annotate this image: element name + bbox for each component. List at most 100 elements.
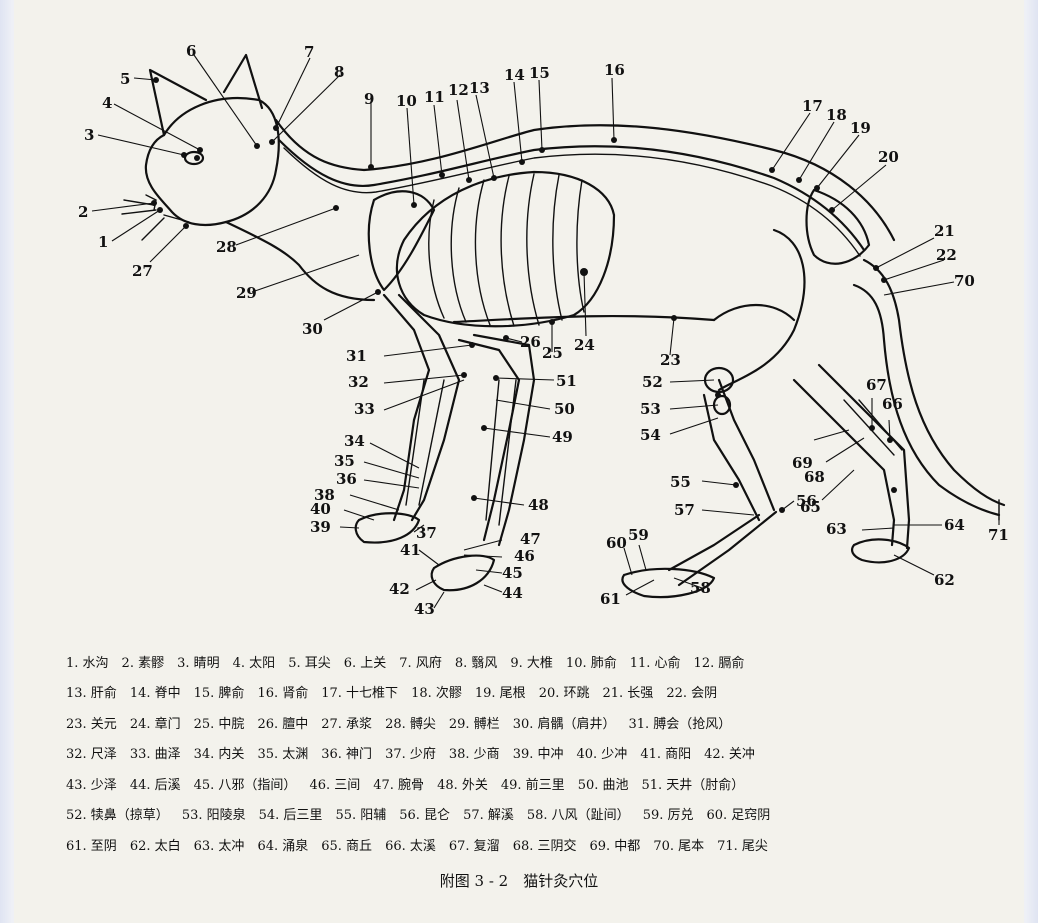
legend-item: 50. 曲池 [578,774,629,793]
label-20: 20 [878,148,899,166]
legend-item: 70. 尾本 [653,835,704,854]
legend-item: 15. 脾俞 [194,682,245,701]
label-59: 59 [628,526,649,544]
label-34: 34 [344,432,365,450]
legend-item: 36. 神门 [321,743,372,762]
label-25: 25 [542,344,563,362]
legend-item: 40. 少冲 [577,743,628,762]
label-71: 71 [988,526,1009,544]
label-24: 24 [574,336,595,354]
legend-item: 10. 肺俞 [566,652,617,671]
legend-item: 18. 次髎 [411,682,462,701]
label-43: 43 [414,600,435,618]
legend-item: 25. 中脘 [194,713,245,732]
legend-item: 34. 内关 [194,743,245,762]
legend-item: 29. 髆栏 [449,713,500,732]
label-23: 23 [660,351,681,369]
label-53: 53 [640,400,661,418]
label-67: 67 [866,376,887,394]
label-12: 12 [448,81,469,99]
legend-item: 52. 犊鼻（掠草） [66,804,169,823]
label-48: 48 [528,496,549,514]
legend-item: 38. 少商 [449,743,500,762]
label-33: 33 [354,400,375,418]
legend-item: 46. 三间 [309,774,360,793]
label-39: 39 [310,518,331,536]
legend-item: 2. 素髎 [122,652,165,671]
acupoint-dots [151,77,897,513]
legend-item: 6. 上关 [344,652,387,671]
label-28: 28 [216,238,237,256]
figure-page: 1 2 3 4 5 6 7 8 9 10 11 12 13 14 15 16 1… [14,0,1024,923]
legend-item: 54. 后三里 [259,804,323,823]
label-35: 35 [334,452,355,470]
label-44: 44 [502,584,523,602]
legend-item: 22. 会阴 [666,682,717,701]
label-14: 14 [504,66,525,84]
label-65: 65 [800,498,821,516]
label-7: 7 [304,43,314,61]
legend-item: 57. 解溪 [463,804,514,823]
label-6: 6 [186,42,196,60]
label-9: 9 [364,90,374,108]
legend-item: 23. 关元 [66,713,117,732]
legend-row: 1. 水沟2. 素髎3. 睛明4. 太阳5. 耳尖6. 上关7. 风府8. 翳风… [66,646,1006,677]
label-70: 70 [954,272,975,290]
figure-caption: 附图 3 - 2 猫针灸穴位 [14,870,1024,891]
legend-item: 44. 后溪 [130,774,181,793]
label-49: 49 [552,428,573,446]
legend-item: 3. 睛明 [177,652,220,671]
label-8: 8 [334,63,344,81]
label-66: 66 [882,395,903,413]
label-17: 17 [802,97,823,115]
label-1: 1 [98,233,108,251]
legend-item: 4. 太阳 [233,652,276,671]
legend-item: 66. 太溪 [385,835,436,854]
label-54: 54 [640,426,661,444]
label-60: 60 [606,534,627,552]
label-69: 69 [792,454,813,472]
label-51: 51 [556,372,577,390]
legend-item: 17. 十七椎下 [321,682,398,701]
label-50: 50 [554,400,575,418]
label-22: 22 [936,246,957,264]
label-13: 13 [469,79,490,97]
legend-item: 45. 八邪（指间） [194,774,297,793]
legend-item: 1. 水沟 [66,652,109,671]
legend-item: 20. 环跳 [539,682,590,701]
label-11: 11 [424,88,445,106]
legend-item: 14. 脊中 [130,682,181,701]
legend-item: 59. 厉兑 [643,804,694,823]
legend-item: 13. 肝俞 [66,682,117,701]
label-27: 27 [132,262,153,280]
legend-item: 63. 太冲 [194,835,245,854]
label-58: 58 [690,579,711,597]
legend-item: 35. 太渊 [257,743,308,762]
legend-item: 55. 阳辅 [335,804,386,823]
legend-item: 47. 腕骨 [373,774,424,793]
legend-item: 7. 风府 [399,652,442,671]
label-37: 37 [416,524,437,542]
label-19: 19 [850,119,871,137]
label-18: 18 [826,106,847,124]
label-32: 32 [348,373,369,391]
legend-item: 16. 肾俞 [257,682,308,701]
label-55: 55 [670,473,691,491]
label-57: 57 [674,501,695,519]
label-26: 26 [520,333,541,351]
legend-item: 68. 三阴交 [513,835,577,854]
label-3: 3 [84,126,94,144]
legend-item: 41. 商阳 [640,743,691,762]
label-61: 61 [600,590,621,608]
label-40: 40 [310,500,331,518]
legend-item: 62. 太白 [130,835,181,854]
label-45: 45 [502,564,523,582]
legend-item: 12. 膈俞 [694,652,745,671]
legend-item: 58. 八风（趾间） [527,804,630,823]
legend-item: 8. 翳风 [455,652,498,671]
